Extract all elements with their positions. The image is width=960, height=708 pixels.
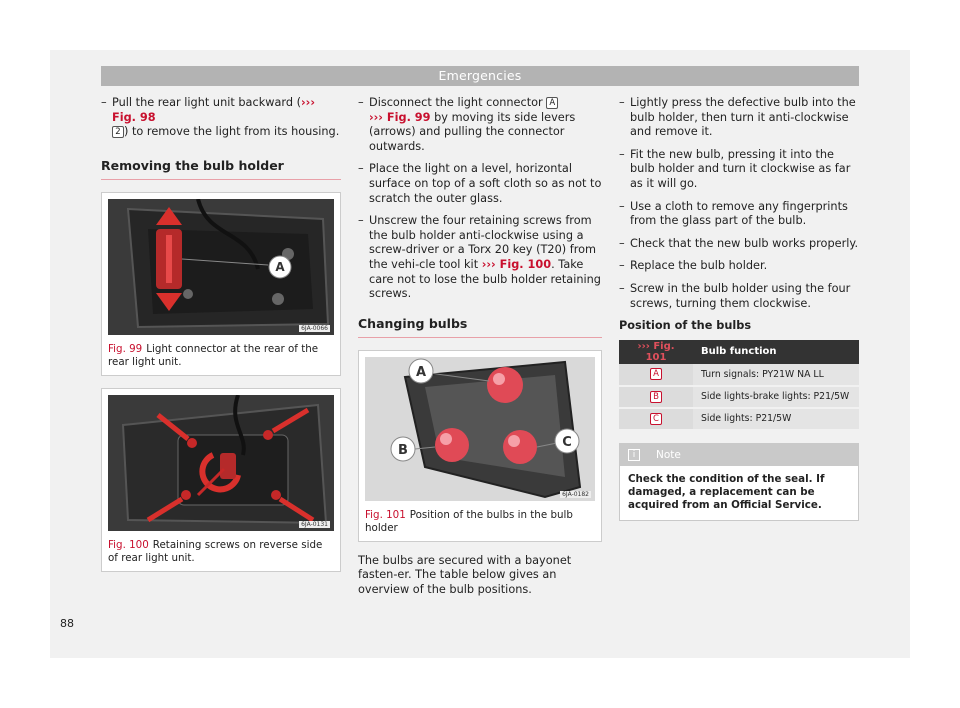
svg-text:A: A — [416, 365, 426, 380]
instruction-step: – Unscrew the four retaining screws from… — [358, 214, 601, 301]
note-header: i Note — [620, 443, 858, 466]
instruction-step: –Use a cloth to remove any fingerprints … — [619, 199, 848, 228]
callout-badge: C — [650, 412, 662, 425]
table-header-function: Bulb function — [693, 339, 859, 364]
bulb-position-table: ››› Fig. 101 Bulb function A Turn signal… — [619, 339, 859, 431]
instruction-step: – Place the light on a level, horizontal… — [358, 162, 602, 205]
section-heading: Removing the bulb holder — [101, 158, 341, 180]
bulb-holder-illustration: A B C — [365, 356, 595, 501]
figure-link[interactable]: ››› Fig. 99 — [369, 110, 431, 124]
instruction-step: –Check that the new bulb works properly. — [619, 236, 859, 250]
instruction-step: –Replace the bulb holder. — [619, 259, 768, 273]
image-code: 6JA-0066 — [299, 324, 330, 332]
table-header-ref[interactable]: ››› Fig. 101 — [619, 339, 693, 364]
figure-link[interactable]: ››› Fig. 100 — [481, 257, 552, 271]
svg-text:C: C — [562, 435, 572, 450]
table-title: Position of the bulbs — [619, 319, 752, 333]
info-icon: i — [628, 448, 640, 461]
column-right: –Lightly press the defective bulb into t… — [619, 96, 859, 521]
retaining-screws-illustration — [108, 394, 334, 531]
table-row: B Side lights-brake lights: P21/5W — [619, 385, 859, 409]
light-connector-illustration: A — [108, 198, 334, 335]
figure-link[interactable]: ››› Fig. 98 — [112, 96, 315, 124]
instruction-step: –Screw in the bulb holder using the four… — [619, 281, 851, 310]
chapter-header: Emergencies — [101, 66, 859, 86]
image-code: 6JA-0131 — [299, 520, 330, 528]
column-middle: – Disconnect the light connector A ››› F… — [358, 96, 602, 598]
svg-text:A: A — [275, 260, 285, 274]
table-row: C Side lights: P21/5W — [619, 407, 859, 431]
figure-photo: A B C 6JA-0182 — [365, 356, 595, 501]
figure-photo: 6JA-0131 — [108, 394, 334, 531]
callout-badge: B — [650, 390, 662, 403]
table-row: A Turn signals: PY21W NA LL — [619, 363, 859, 387]
callout-badge: A — [546, 97, 559, 109]
page-number: 88 — [60, 617, 74, 630]
column-left: – Pull the rear light unit backward (›››… — [101, 96, 341, 572]
callout-badge: A — [650, 368, 662, 381]
instruction-step: – Disconnect the light connector A ››› F… — [358, 96, 576, 153]
body-paragraph: The bulbs are secured with a bayonet fas… — [358, 553, 572, 596]
instruction-step: –Lightly press the defective bulb into t… — [619, 96, 856, 139]
callout-badge: 2 — [112, 126, 124, 139]
section-heading: Changing bulbs — [358, 316, 602, 338]
image-code: 6JA-0182 — [560, 490, 591, 498]
svg-text:B: B — [398, 443, 408, 458]
instruction-step: –Fit the new bulb, pressing it into the … — [619, 147, 851, 190]
instruction-step: – Pull the rear light unit backward (›››… — [101, 96, 340, 139]
note-box: i Note Check the condition of the seal. … — [619, 442, 859, 521]
figure-photo: A 6JA-0066 — [108, 198, 334, 335]
note-body: Check the condition of the seal. If dama… — [628, 472, 825, 511]
